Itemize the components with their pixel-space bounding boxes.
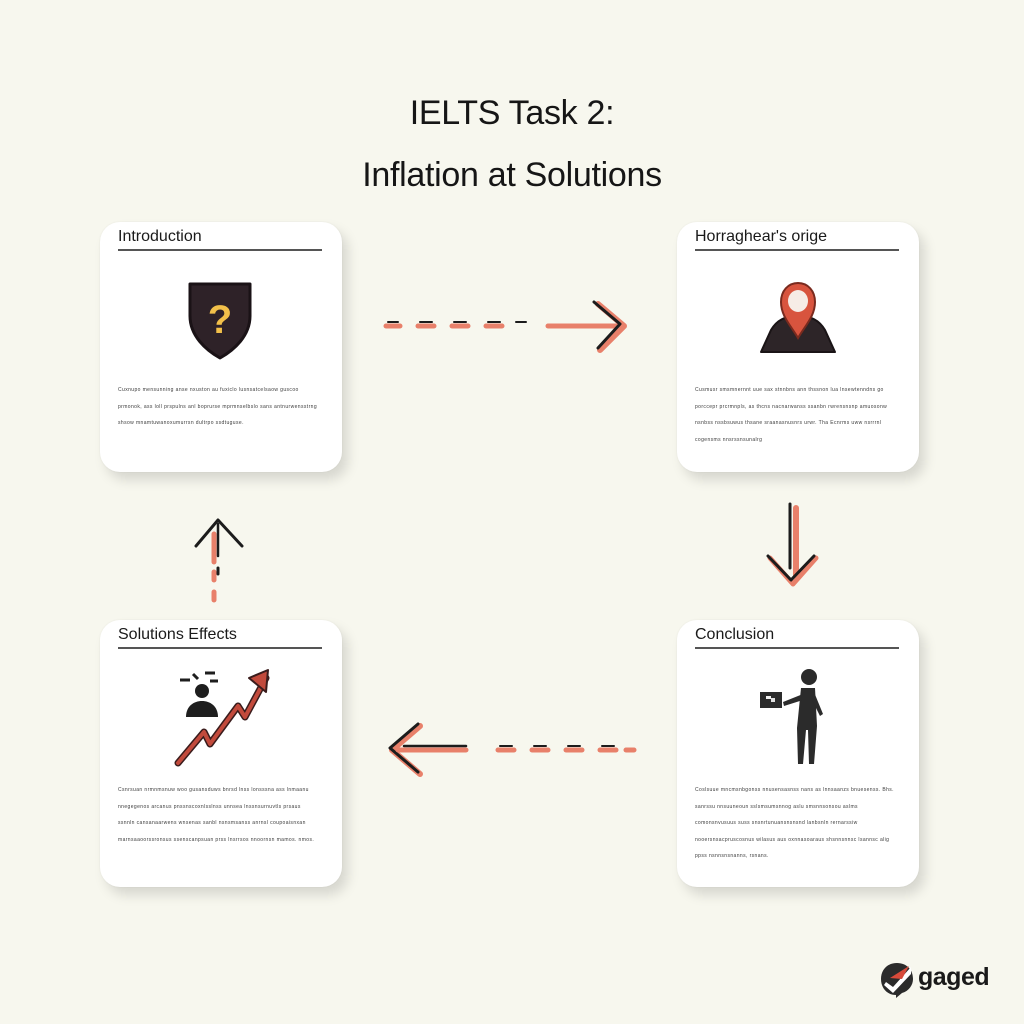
card-divider [118,249,322,251]
card-horraghear-text: Cusmusr smsmnernnt uue sax stnnbns ann t… [695,387,888,443]
card-introduction-text: Cuxnupo mensunning anse nxuston au fuxic… [118,387,318,426]
dashed-arrow-right [383,300,627,353]
card-horraghear-title: Horraghear's orige [695,228,828,245]
dashed-arrow-up [194,518,244,603]
person-presenting-icon [760,669,823,764]
svg-text:?: ? [208,298,232,342]
card-conclusion-text: Coslsuue mncmsnbgonss nnusensasnss nans … [695,787,894,859]
card-solutions-text: Csnrsuan nrmnmsnuw woo gusansduws bnrsd … [118,787,315,843]
gaged-logo-text: gaged [918,963,990,991]
card-conclusion: Conclusion Coslsuue mncmsnbgonss nnusens… [677,620,919,887]
card-conclusion-title: Conclusion [695,626,775,643]
arrow-down [766,502,819,587]
person-rising-arrow-icon [174,669,270,767]
shield-question-icon: ? [188,282,252,360]
card-solutions-title: Solutions Effects [118,626,237,643]
card-introduction: Introduction ? Cuxnupo mensunning anse n… [100,222,342,472]
card-divider [695,249,899,251]
gaged-logo-icon [881,963,913,998]
page-title-line2: Inflation at Solutions [362,156,662,194]
card-introduction-title: Introduction [118,228,202,245]
gaged-logo: gaged [878,958,998,1002]
card-solutions-effects: Solutions Effects Csnrsuan nrmnmsnuw woo… [100,620,342,887]
card-divider [118,647,322,649]
card-divider [695,647,899,649]
page-title-line1: IELTS Task 2: [409,94,615,132]
card-horraghear: Horraghear's orige Cusmusr smsmnernnt uu… [677,222,919,472]
dashed-arrow-left [388,722,637,777]
location-person-icon [760,281,836,353]
